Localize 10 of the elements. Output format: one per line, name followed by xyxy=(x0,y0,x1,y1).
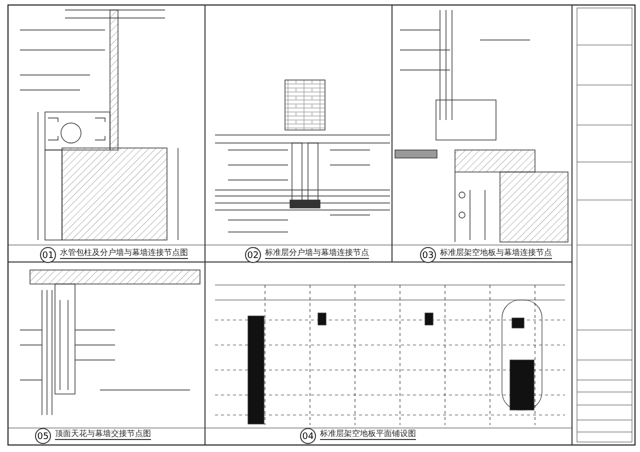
detail-title: 标准层架空地板与幕墙连接节点 xyxy=(440,248,552,259)
detail-number: 01 xyxy=(40,247,56,263)
detail-title: 标准层分户墙与幕墙连接节点 xyxy=(265,248,369,259)
detail-title: 水管包柱及分户墙与幕墙连接节点图 xyxy=(60,248,188,259)
detail-title: 顶面天花与幕墙交接节点图 xyxy=(55,429,151,440)
detail-number: 03 xyxy=(420,247,436,263)
detail-number: 04 xyxy=(300,428,316,444)
detail-number: 05 xyxy=(35,428,51,444)
detail-number: 02 xyxy=(245,247,261,263)
detail-title: 标准层架空地板平面铺设图 xyxy=(320,429,416,440)
